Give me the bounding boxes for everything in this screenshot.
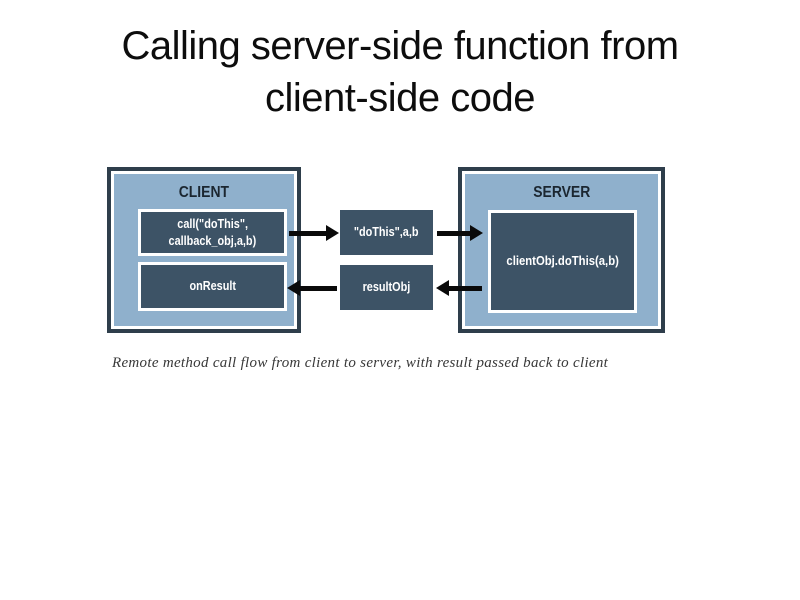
- slide-title: Calling server-side function from client…: [0, 20, 800, 124]
- arrow-left-server-to-result-icon: [436, 280, 482, 296]
- request-message-box: "doThis",a,b: [340, 210, 433, 255]
- arrow-left-result-to-client-icon: [287, 280, 337, 296]
- client-panel-title: CLIENT: [111, 184, 297, 202]
- response-message-label: resultObj: [362, 280, 411, 295]
- client-panel-label: CLIENT: [178, 184, 230, 201]
- slide-title-line2: client-side code: [265, 76, 535, 120]
- arrow-right-client-to-request-icon: [289, 225, 339, 241]
- client-call-box-line1: call("doThis",: [177, 217, 248, 232]
- client-call-box-line2: callback_obj,a,b): [168, 233, 257, 248]
- client-onresult-label: onResult: [189, 279, 236, 294]
- server-panel-title: SERVER: [462, 184, 661, 202]
- server-panel-label: SERVER: [532, 184, 590, 201]
- client-onresult-box: onResult: [138, 262, 287, 311]
- figure-caption: Remote method call flow from client to s…: [112, 355, 609, 371]
- server-handler-label: clientObj.doThis(a,b): [506, 253, 619, 269]
- response-message-box: resultObj: [340, 265, 433, 310]
- client-call-box: call("doThis", callback_obj,a,b): [138, 209, 287, 256]
- server-handler-box: clientObj.doThis(a,b): [488, 210, 637, 313]
- slide-title-line1: Calling server-side function from: [121, 24, 679, 68]
- request-message-label: "doThis",a,b: [354, 225, 419, 240]
- arrow-right-request-to-server-icon: [437, 225, 483, 241]
